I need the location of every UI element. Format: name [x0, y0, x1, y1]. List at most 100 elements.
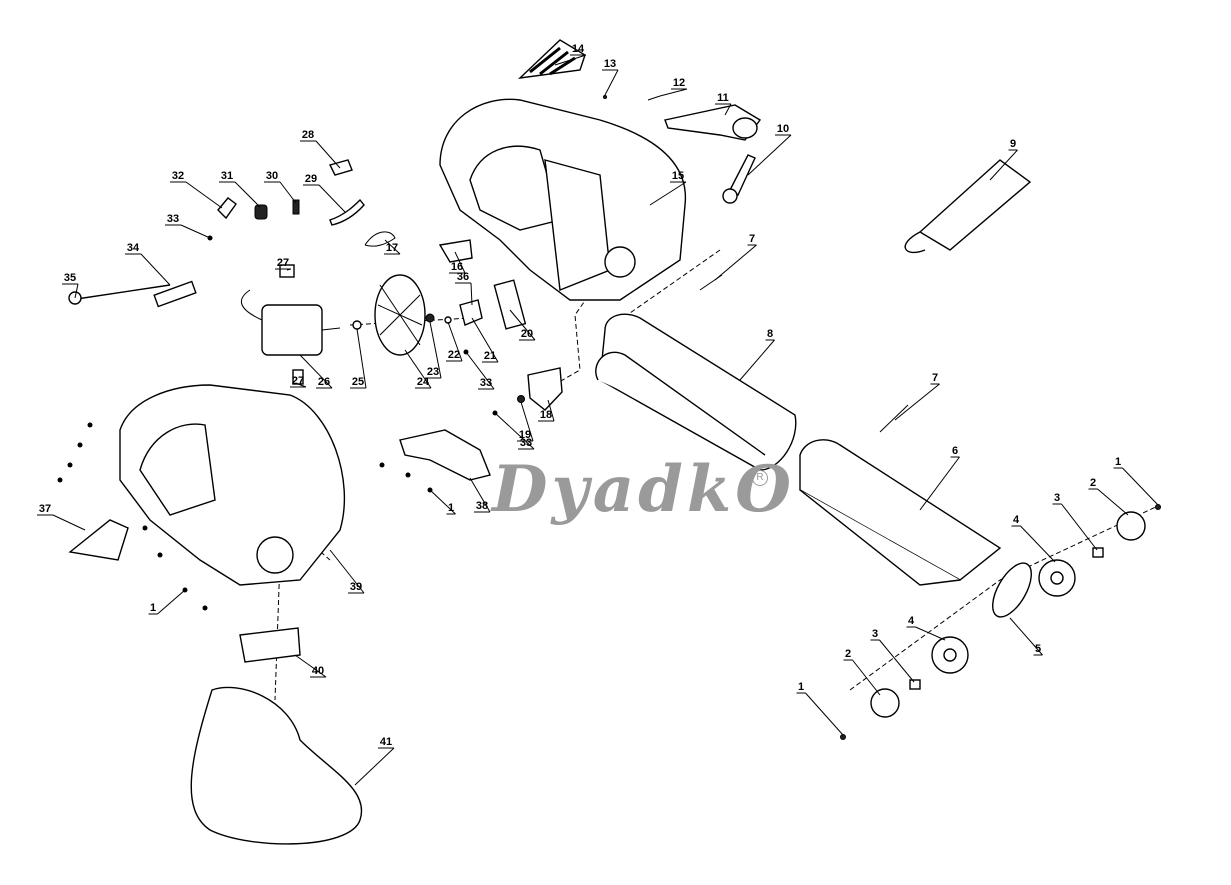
- leader-line: [294, 654, 327, 678]
- leader-line: [234, 181, 261, 208]
- leader-line: [52, 514, 86, 531]
- leader-line: [157, 589, 186, 615]
- part-number-23: 23: [427, 366, 439, 378]
- part-number-11: 11: [717, 92, 729, 104]
- leader-line: [404, 349, 432, 389]
- leader-line: [356, 328, 367, 389]
- part-number-8: 8: [767, 328, 773, 340]
- part-number-1: 1: [798, 681, 804, 693]
- part-number-33: 33: [480, 377, 492, 389]
- part-number-22: 22: [448, 349, 460, 361]
- leader-line: [714, 244, 757, 281]
- part-cord-sleeve: [153, 280, 197, 308]
- part-number-6: 6: [952, 445, 958, 457]
- part-number-35: 35: [64, 272, 76, 284]
- leader-line: [185, 181, 223, 209]
- part-handle-grip: [399, 429, 491, 481]
- part-number-3: 3: [872, 628, 878, 640]
- leader-line: [140, 253, 171, 286]
- registered-mark: R: [752, 470, 768, 486]
- leader-line: [315, 140, 341, 169]
- leader-line: [919, 456, 960, 511]
- leader-line: [384, 239, 401, 255]
- leader-line: [429, 321, 442, 379]
- part-number-33: 33: [167, 213, 179, 225]
- leader-line: [739, 339, 775, 381]
- leader-line: [429, 489, 456, 515]
- part-collar: [992, 562, 1032, 618]
- leader-line: [1097, 488, 1129, 516]
- part-number-20: 20: [521, 328, 533, 340]
- leader-line: [329, 549, 365, 594]
- leader-line: [1122, 467, 1159, 506]
- part-number-27: 27: [277, 257, 289, 269]
- part-number-28: 28: [302, 129, 314, 141]
- part-motor: [261, 304, 323, 356]
- part-number-4: 4: [1013, 514, 1020, 526]
- part-number-29: 29: [305, 173, 317, 185]
- part-number-18: 18: [540, 409, 552, 421]
- part-number-3: 3: [1054, 492, 1060, 504]
- leader-line: [915, 626, 946, 641]
- leader-line: [1061, 503, 1098, 551]
- leader-line: [299, 354, 333, 389]
- leader-line: [852, 659, 881, 696]
- part-number-10: 10: [777, 123, 789, 135]
- part-number-5: 5: [1035, 643, 1041, 655]
- leader-line: [989, 149, 1018, 181]
- part-impeller-fan: [374, 274, 426, 356]
- part-number-34: 34: [127, 242, 140, 254]
- leader-line: [494, 412, 535, 450]
- part-number-7: 7: [749, 233, 755, 245]
- part-knob: [729, 154, 756, 197]
- part-number-38: 38: [476, 500, 488, 512]
- watermark-logo: DyadkO: [492, 452, 795, 527]
- part-number-39: 39: [350, 581, 362, 593]
- leader-line: [318, 184, 346, 213]
- part-number-9: 9: [1010, 138, 1016, 150]
- part-number-21: 21: [484, 350, 496, 362]
- part-number-16: 16: [451, 261, 463, 273]
- leader-line: [279, 181, 297, 204]
- part-number-26: 26: [318, 376, 330, 388]
- leader-line: [649, 181, 687, 206]
- part-number-40: 40: [312, 665, 324, 677]
- part-number-31: 31: [221, 170, 233, 182]
- part-number-2: 2: [845, 648, 851, 660]
- part-number-24: 24: [417, 376, 430, 388]
- part-number-2: 2: [1090, 477, 1096, 489]
- part-number-36: 36: [457, 271, 469, 283]
- part-number-4: 4: [908, 615, 915, 627]
- part-number-1: 1: [150, 602, 156, 614]
- leader-line: [447, 321, 463, 362]
- leader-line: [471, 317, 499, 363]
- part-number-13: 13: [604, 58, 616, 70]
- part-number-14: 14: [572, 43, 585, 55]
- leader-line: [180, 224, 211, 239]
- part-number-41: 41: [380, 736, 392, 748]
- part-number-30: 30: [266, 170, 278, 182]
- leader-line: [509, 309, 536, 341]
- part-number-25: 25: [352, 376, 364, 388]
- leader-line: [805, 692, 844, 736]
- part-number-32: 32: [172, 170, 184, 182]
- leader-line: [879, 639, 915, 683]
- leader-line: [470, 282, 473, 306]
- part-upper-tube: [599, 313, 797, 471]
- part-lower-tube: [799, 439, 1002, 581]
- part-power-cord: [69, 284, 171, 301]
- leader-line: [454, 251, 466, 274]
- leader-line: [547, 399, 555, 422]
- leader-line: [747, 134, 792, 176]
- leader-line: [659, 88, 688, 97]
- part-shoulder-strap: [918, 159, 1032, 251]
- leader-line: [894, 383, 940, 421]
- leader-line: [354, 747, 395, 786]
- part-number-1: 1: [448, 502, 454, 514]
- part-collection-bag: [190, 686, 363, 845]
- part-bag-adapter: [239, 627, 301, 663]
- leader-line: [465, 351, 495, 390]
- part-number-33: 33: [520, 437, 532, 449]
